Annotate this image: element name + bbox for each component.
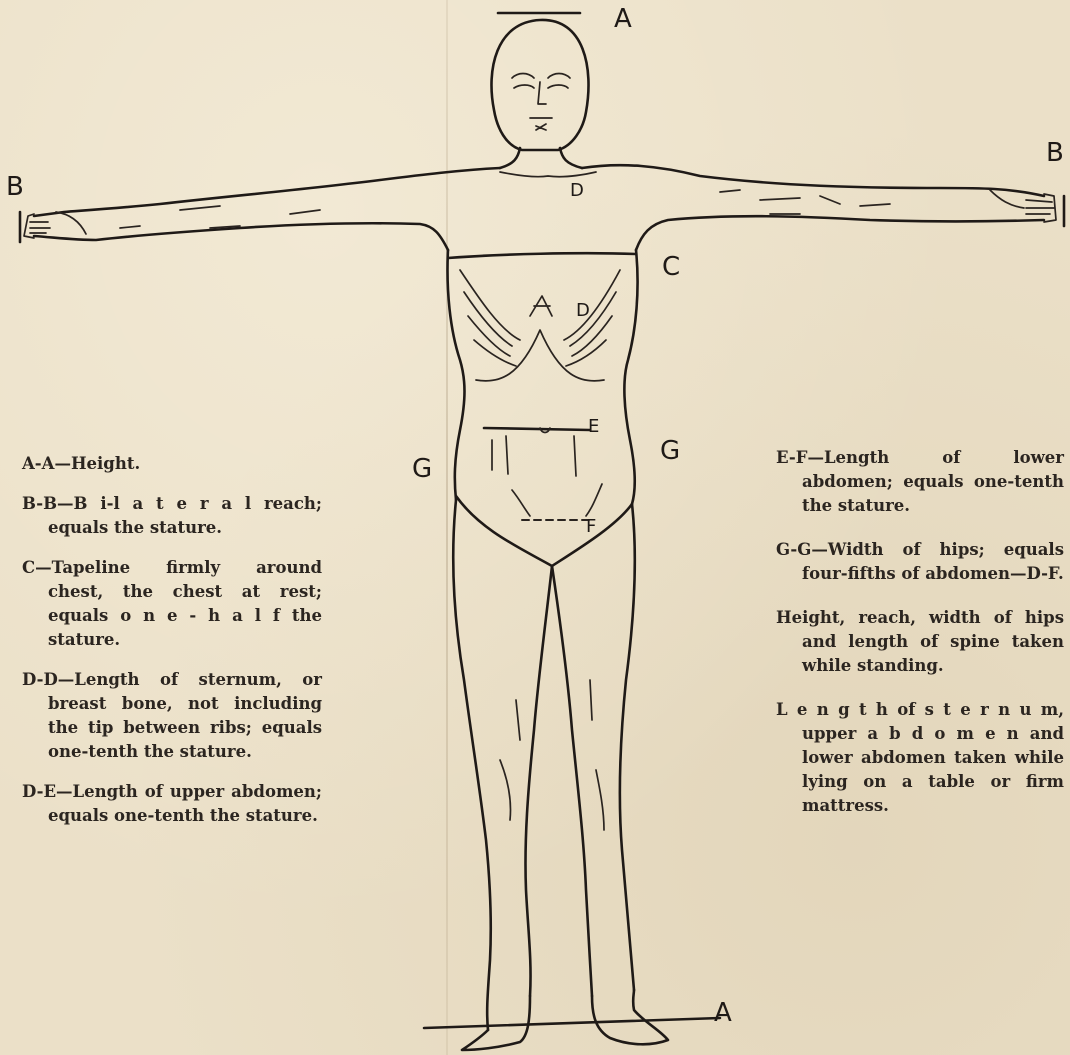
collarbone [500,172,596,177]
chin-mark [536,124,546,130]
right-leg-inner [552,566,592,996]
groin-line [456,496,632,566]
right-arm-upper-edge [582,165,1044,196]
left-leg-inner [525,566,552,996]
right-arm-lower-edge [636,216,1044,250]
marker-g-left: G [412,456,432,482]
height-floor-line [424,1018,720,1028]
neck-right [560,148,582,168]
knee-sketch [500,680,604,830]
legend-left: A-A—Height. B-B—B i-l a t e r a l reach;… [22,452,322,844]
left-eye [512,74,534,89]
legend-item-reach: B-B—B i-l a t e r a l reach; equals the … [22,492,322,540]
legend-item-height: A-A—Height. [22,452,322,476]
torso-right-side [624,250,637,504]
right-leg-outer [620,504,635,990]
abdomen-line-e [484,428,590,430]
abdomen-sketch [492,436,602,516]
marker-b-right: B [1046,140,1064,166]
torso-left-side [448,250,465,500]
right-eye [548,74,570,89]
left-foot [462,996,530,1050]
legend-item-hips: G-G—Width of hips; equals four-fifths of… [776,538,1064,586]
legend-note-lying: L e n g t h of s t e r n u m, upper a b … [776,698,1064,818]
right-foot [592,990,668,1044]
marker-c: C [662,254,680,280]
legend-item-sternum: D-D—Length of sternum, or breast bone, n… [22,668,322,764]
legend-note-standing: Height, reach, width of hips and length … [776,606,1064,678]
neck-left [500,148,520,168]
nose [538,82,546,104]
rib-cage [460,270,620,366]
marker-f: F [586,518,596,536]
left-leg-outer [453,500,491,1030]
marker-d-shoulder: D [570,182,584,200]
sternum-mark [530,296,552,316]
marker-d-chest: D [576,302,590,320]
legend-right: E-F—Length of lower abdomen; equals one-… [776,446,1064,838]
legend-item-chest: C—Tapeline firmly around chest, the ches… [22,556,322,652]
marker-b-left: B [6,174,24,200]
marker-e: E [588,418,599,436]
marker-a-bottom: A [714,1000,732,1026]
marker-a-top: A [614,6,632,32]
legend-item-lower-abdomen: E-F—Length of lower abdomen; equals one-… [776,446,1064,518]
chest-tapeline [448,253,636,258]
left-arm-lower-edge [34,223,448,250]
marker-g-right: G [660,438,680,464]
legend-item-upper-abdomen: D-E—Length of upper abdomen; equals one-… [22,780,322,828]
right-hand [990,190,1056,222]
right-arm-sketch [720,190,890,214]
left-arm-upper-edge [34,168,500,216]
